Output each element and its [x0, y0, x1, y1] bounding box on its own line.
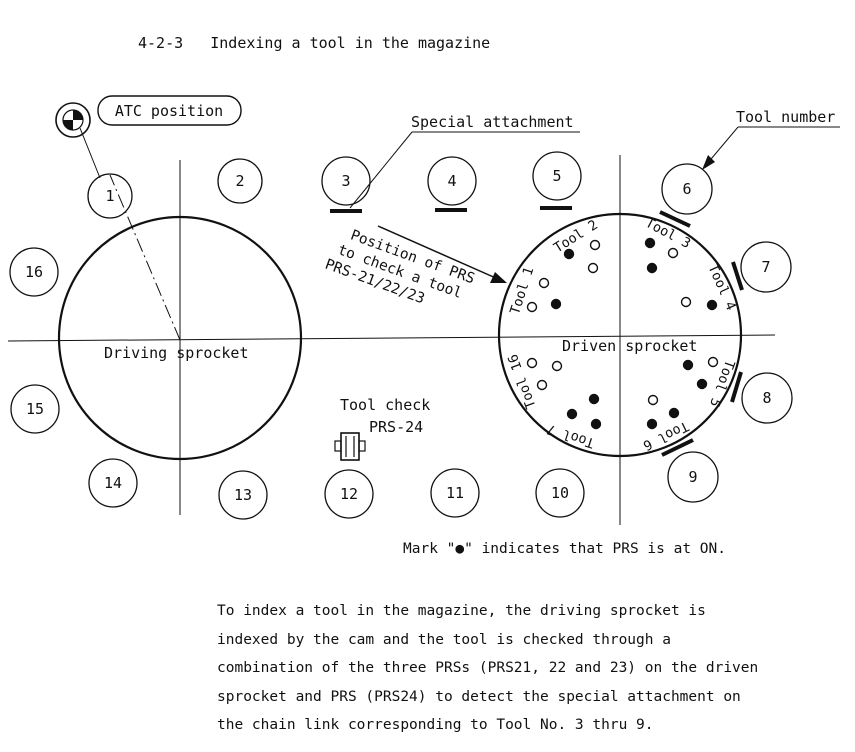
- tool-circle-5: [532, 151, 582, 201]
- prs-on-mark: [682, 359, 694, 371]
- tool-circle-7: [740, 241, 792, 293]
- tool-circle-1: [87, 173, 133, 219]
- prs-marks: [526, 237, 719, 430]
- tool-number-texts: 1 2 3 4 5 6 7 8 9 10 11 12 13 14 15 16: [25, 167, 772, 504]
- tool-number-15: 15: [26, 400, 44, 418]
- driven-sprocket-label: Driven sprocket: [562, 337, 697, 355]
- tool-circle-2: [217, 158, 263, 204]
- prs-on-mark: [566, 408, 578, 420]
- prs-off-mark: [536, 379, 548, 391]
- prs-off-mark: [538, 277, 550, 289]
- prs-off-mark: [526, 357, 538, 369]
- tool-number-9: 9: [688, 468, 697, 486]
- section-title: Indexing a tool in the magazine: [210, 34, 491, 52]
- tool-number-13: 13: [234, 486, 252, 504]
- special-attachment-label: Special attachment: [411, 113, 574, 131]
- prs-on-mark: [526, 301, 538, 313]
- tool-circle-6: [661, 163, 713, 215]
- tool-number-2: 2: [235, 172, 244, 190]
- tool-number-7: 7: [761, 258, 770, 276]
- prs-on-mark: [646, 262, 658, 274]
- description-line: To index a tool in the magazine, the dri…: [217, 603, 706, 619]
- prs-on-mark: [646, 418, 658, 430]
- atc-pointer-line: [109, 174, 181, 341]
- prs-on-mark: [668, 407, 680, 419]
- tool-circle-15: [10, 384, 60, 434]
- tool-number-12: 12: [340, 485, 358, 503]
- center-line-horizontal: [7, 334, 776, 342]
- tool-circle-11: [430, 468, 480, 518]
- tool-circle-3: [321, 156, 371, 206]
- tool-circle-8: [741, 372, 793, 424]
- prs-position-arrow: [377, 225, 499, 280]
- description-line: combination of the three PRSs (PRS21, 22…: [217, 660, 759, 676]
- special-attachment-arrow: [349, 131, 413, 209]
- prs-position-label: Position of PRS to check a tool PRS-21/2…: [323, 228, 477, 308]
- prs24-sensor-icon: [334, 432, 366, 461]
- prs-on-mark: [696, 378, 708, 390]
- description-paragraph: To index a tool in the magazine, the dri…: [217, 597, 847, 740]
- tool-number-1: 1: [105, 187, 114, 205]
- driving-sprocket: [57, 215, 303, 461]
- tool-number-5: 5: [552, 167, 561, 185]
- tool-number-circles: [9, 151, 793, 520]
- tool-number-10: 10: [551, 484, 569, 502]
- prs-off-mark: [589, 239, 601, 251]
- tool-circle-9: [667, 451, 719, 503]
- driving-sprocket-label: Driving sprocket: [104, 344, 249, 362]
- tool-circle-13: [218, 470, 268, 520]
- sprocket-tool-labels: Tool 1 Tool 2 Tool 3 Tool 4 Tool 5 Tool …: [505, 215, 739, 454]
- atc-symbol-icon: [55, 102, 91, 138]
- tool-number-arrowhead: [702, 155, 715, 170]
- prs-on-mark: [706, 299, 718, 311]
- tool-number-11: 11: [446, 484, 464, 502]
- tool-number-8: 8: [762, 389, 771, 407]
- mark-note: Mark "●" indicates that PRS is at ON.: [403, 541, 727, 557]
- prs24-label: PRS-24: [369, 418, 423, 436]
- tool-number-14: 14: [104, 474, 122, 492]
- tool-circle-14: [88, 458, 138, 508]
- tool-circle-10: [535, 468, 585, 518]
- prs-off-mark: [551, 360, 563, 372]
- description-line: indexed by the cam and the tool is check…: [217, 631, 671, 648]
- special-attachment-marks: [330, 206, 744, 457]
- prs-on-mark: [588, 393, 600, 405]
- prs-position-arrowhead: [490, 272, 507, 283]
- tool-number-6: 6: [682, 180, 691, 198]
- prs-off-mark: [667, 247, 679, 259]
- section-heading: 4-2-3 Indexing a tool in the magazine: [138, 34, 490, 52]
- prs-on-mark: [590, 418, 602, 430]
- prs-on-mark: [563, 248, 575, 260]
- tool-circle-16: [9, 247, 59, 297]
- atc-leader-line: [79, 127, 101, 179]
- tool-circle-12: [324, 469, 374, 519]
- description-line: the chain link corresponding to Tool No.…: [217, 717, 654, 733]
- description-line: sprocket and PRS (PRS24) to detect the s…: [217, 688, 741, 705]
- tool-number-3: 3: [341, 172, 350, 190]
- prs-off-mark: [587, 262, 599, 274]
- tool-check-label: Tool check: [340, 396, 430, 414]
- section-number: 4-2-3: [138, 34, 184, 52]
- tool-number-label: Tool number: [736, 108, 835, 126]
- prs-on-mark: [644, 237, 656, 249]
- prs-on-mark: [550, 298, 562, 310]
- atc-position-label: ATC position: [115, 102, 223, 120]
- prs-off-mark: [680, 296, 692, 308]
- tool-circle-4: [427, 156, 477, 206]
- prs-off-mark: [707, 356, 719, 368]
- atc-position-label-box: [97, 95, 242, 126]
- tool-number-16: 16: [25, 263, 43, 281]
- tool-number-4: 4: [447, 172, 456, 190]
- prs-off-mark: [647, 394, 659, 406]
- driven-sprocket: [497, 212, 743, 458]
